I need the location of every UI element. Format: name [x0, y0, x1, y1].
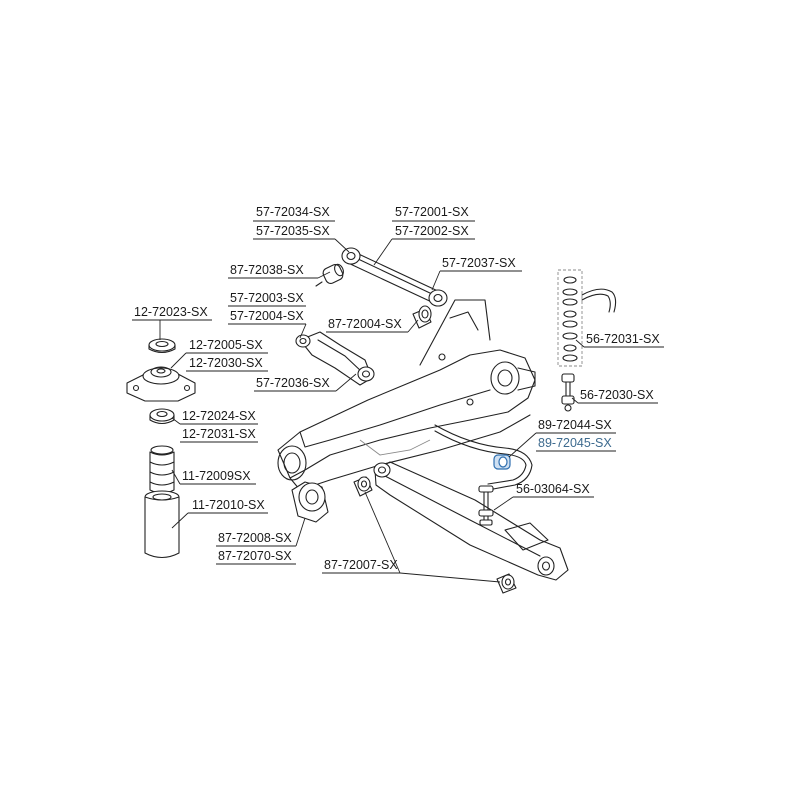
label-89-72045[interactable]: 89-72045-SX: [538, 436, 612, 450]
upper-arm-57-72001: [341, 247, 448, 307]
shock-top-washer-12-72023: [148, 338, 176, 354]
label-56-03064[interactable]: 56-03064-SX: [516, 482, 590, 496]
label-56-72030[interactable]: 56-72030-SX: [580, 388, 654, 402]
label-87-72070[interactable]: 87-72070-SX: [218, 549, 292, 563]
end-link-56-72031: [557, 269, 617, 367]
label-57-72002[interactable]: 57-72002-SX: [395, 224, 469, 238]
shock-mount-12-72005: [126, 366, 196, 402]
label-12-72005[interactable]: 12-72005-SX: [189, 338, 263, 352]
label-57-72003[interactable]: 57-72003-SX: [230, 291, 304, 305]
label-57-72035[interactable]: 57-72035-SX: [256, 224, 330, 238]
part-labels: 57-72034-SX 57-72035-SX 57-72001-SX 57-7…: [134, 205, 660, 572]
label-11-72009[interactable]: 11-72009SX: [182, 469, 251, 483]
bushing-87-72007-left: [353, 476, 373, 497]
shock-washer-12-72024: [149, 408, 175, 425]
label-89-72044[interactable]: 89-72044-SX: [538, 418, 612, 432]
label-56-72031[interactable]: 56-72031-SX: [586, 332, 660, 346]
stabilizer-bar: [434, 424, 533, 491]
stabilizer-bushing-89-72045: [493, 454, 511, 470]
leader-lines: [132, 220, 664, 583]
label-87-72008[interactable]: 87-72008-SX: [218, 531, 292, 545]
bushing-87-72038: [315, 263, 344, 287]
end-link-56-72030: [561, 373, 575, 412]
label-57-72001[interactable]: 57-72001-SX: [395, 205, 469, 219]
label-57-72004[interactable]: 57-72004-SX: [230, 309, 304, 323]
label-57-72036[interactable]: 57-72036-SX: [256, 376, 330, 390]
label-12-72024[interactable]: 12-72024-SX: [182, 409, 256, 423]
bushing-87-72004: [412, 305, 432, 329]
label-12-72030[interactable]: 12-72030-SX: [189, 356, 263, 370]
label-57-72037[interactable]: 57-72037-SX: [442, 256, 516, 270]
label-11-72010[interactable]: 11-72010-SX: [192, 498, 265, 512]
lower-arm-57-72003: [295, 331, 375, 386]
label-87-72004[interactable]: 87-72004-SX: [328, 317, 402, 331]
label-87-72007[interactable]: 87-72007-SX: [324, 558, 398, 572]
stabilizer-link-56-03064: [478, 485, 494, 526]
label-57-72034[interactable]: 57-72034-SX: [256, 205, 330, 219]
lower-control-arm: [373, 461, 569, 581]
bushing-87-72008: [291, 481, 329, 523]
bushing-87-72007-right: [496, 573, 517, 594]
dust-boot-11-72010: [144, 490, 180, 559]
bump-stop-11-72009: [149, 445, 175, 494]
label-87-72038[interactable]: 87-72038-SX: [230, 263, 304, 277]
label-12-72023[interactable]: 12-72023-SX: [134, 305, 208, 319]
label-12-72031[interactable]: 12-72031-SX: [182, 427, 256, 441]
